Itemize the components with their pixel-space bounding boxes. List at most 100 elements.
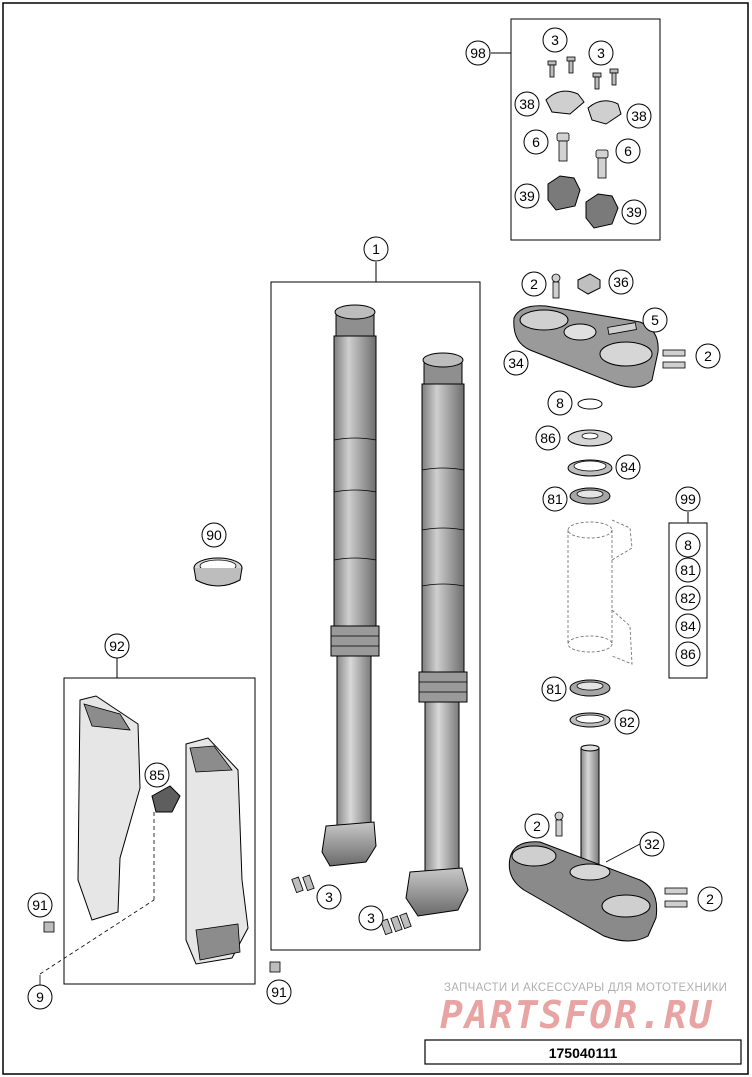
callout-32: 32 <box>639 831 665 857</box>
kit-99-item-86: 86 <box>675 641 701 667</box>
svg-text:34: 34 <box>508 355 524 371</box>
callout-6: 6 <box>615 138 641 164</box>
washer-2-part <box>551 273 561 299</box>
svg-text:98: 98 <box>470 45 486 61</box>
fork-guard-92-box <box>39 658 256 985</box>
washer-2-lower-part <box>554 811 564 837</box>
callout-39: 39 <box>621 199 647 225</box>
svg-text:3: 3 <box>597 45 605 61</box>
svg-text:2: 2 <box>706 891 714 907</box>
svg-text:39: 39 <box>626 204 642 220</box>
svg-text:8: 8 <box>684 537 692 553</box>
callout-81: 81 <box>541 676 567 702</box>
svg-text:36: 36 <box>613 274 629 290</box>
clip-91-part <box>43 921 281 973</box>
callout-81: 81 <box>542 486 568 512</box>
clamp-cap-38-part <box>587 100 622 125</box>
steering-head-frame <box>567 519 633 665</box>
svg-text:84: 84 <box>620 459 636 475</box>
kit-99-item-81: 81 <box>675 557 701 583</box>
callout-5: 5 <box>642 307 668 333</box>
svg-text:5: 5 <box>651 312 659 328</box>
svg-text:86: 86 <box>540 430 556 446</box>
svg-text:92: 92 <box>109 638 125 654</box>
svg-text:38: 38 <box>519 96 535 112</box>
callout-3: 3 <box>588 40 614 66</box>
svg-text:81: 81 <box>680 562 696 578</box>
svg-text:2: 2 <box>704 348 712 364</box>
fork-leg-left <box>321 304 380 867</box>
upper-triple-clamp-34 <box>513 305 659 388</box>
svg-text:PARTSFOR.RU: PARTSFOR.RU <box>440 993 714 1037</box>
svg-text:6: 6 <box>624 143 632 159</box>
kit-99-box <box>668 512 708 679</box>
svg-text:8: 8 <box>556 395 564 411</box>
callout-84: 84 <box>615 454 641 480</box>
svg-text:9: 9 <box>36 989 44 1005</box>
screw-3-part <box>547 56 619 90</box>
kit-99-item-84: 84 <box>675 613 701 639</box>
svg-text:1: 1 <box>372 241 380 257</box>
callout-36: 36 <box>608 269 634 295</box>
bolts-2-part <box>662 349 688 908</box>
callout-2: 2 <box>695 343 721 369</box>
clamp-cap-38-part <box>545 90 585 115</box>
watermark: ЗАПЧАСТИ И АКСЕССУАРЫ ДЛЯ МОТОТЕХНИКИ PA… <box>440 982 727 1037</box>
callout-2: 2 <box>521 271 547 297</box>
callout-91: 91 <box>27 892 53 918</box>
diagram-code-box: 175040111 <box>424 1039 742 1065</box>
svg-text:38: 38 <box>631 108 647 124</box>
callout-38: 38 <box>626 103 652 129</box>
callout-2: 2 <box>524 813 550 839</box>
callout-8: 8 <box>547 390 573 416</box>
ring-90-part <box>193 557 243 587</box>
fork-leg-right <box>405 352 469 917</box>
svg-text:91: 91 <box>32 897 48 913</box>
callout-91: 91 <box>266 979 292 1005</box>
svg-text:82: 82 <box>680 590 696 606</box>
svg-text:39: 39 <box>519 188 535 204</box>
o-ring-8-part <box>577 398 603 410</box>
diagram-code: 175040111 <box>549 1045 618 1061</box>
callout-98: 98 <box>465 40 491 66</box>
callout-90: 90 <box>201 522 227 548</box>
callout-3: 3 <box>542 27 568 53</box>
svg-text:ЗАПЧАСТИ И АКСЕССУАРЫ ДЛЯ МОТО: ЗАПЧАСТИ И АКСЕССУАРЫ ДЛЯ МОТОТЕХНИКИ <box>444 982 727 994</box>
callout-38: 38 <box>514 91 540 117</box>
lower-triple-clamp-32 <box>508 744 658 942</box>
svg-text:82: 82 <box>619 714 635 730</box>
seal-86-part <box>567 429 613 447</box>
svg-text:32: 32 <box>644 836 660 852</box>
svg-text:81: 81 <box>547 491 563 507</box>
axle-screws-3-part <box>291 874 412 936</box>
callout-99: 99 <box>675 486 701 512</box>
callout-2: 2 <box>697 886 723 912</box>
callout-34: 34 <box>503 350 529 376</box>
callouts: 98 3 3 38 38 6 6 39 39 1 2 36 5 2 34 8 8… <box>27 27 723 1010</box>
callout-92: 92 <box>104 633 130 659</box>
clamp-base-39-part <box>585 193 619 229</box>
bolt-6-part <box>556 132 609 179</box>
svg-text:84: 84 <box>680 618 696 634</box>
callout-86: 86 <box>535 425 561 451</box>
bolt-5-part <box>607 322 637 335</box>
callout-1: 1 <box>363 236 389 262</box>
svg-text:2: 2 <box>530 276 538 292</box>
leader-lines <box>39 843 641 985</box>
svg-text:6: 6 <box>532 134 540 150</box>
svg-text:2: 2 <box>533 818 541 834</box>
svg-text:3: 3 <box>367 910 375 926</box>
bearing-81-part <box>569 487 611 697</box>
svg-text:3: 3 <box>551 32 559 48</box>
callout-85: 85 <box>144 762 170 788</box>
callout-9: 9 <box>27 984 53 1010</box>
svg-text:81: 81 <box>546 681 562 697</box>
ring-82-part <box>569 712 611 728</box>
svg-text:99: 99 <box>680 491 696 507</box>
svg-text:3: 3 <box>325 889 333 905</box>
callout-3: 3 <box>316 884 342 910</box>
svg-text:91: 91 <box>271 984 287 1000</box>
fork-1-box <box>270 262 481 951</box>
